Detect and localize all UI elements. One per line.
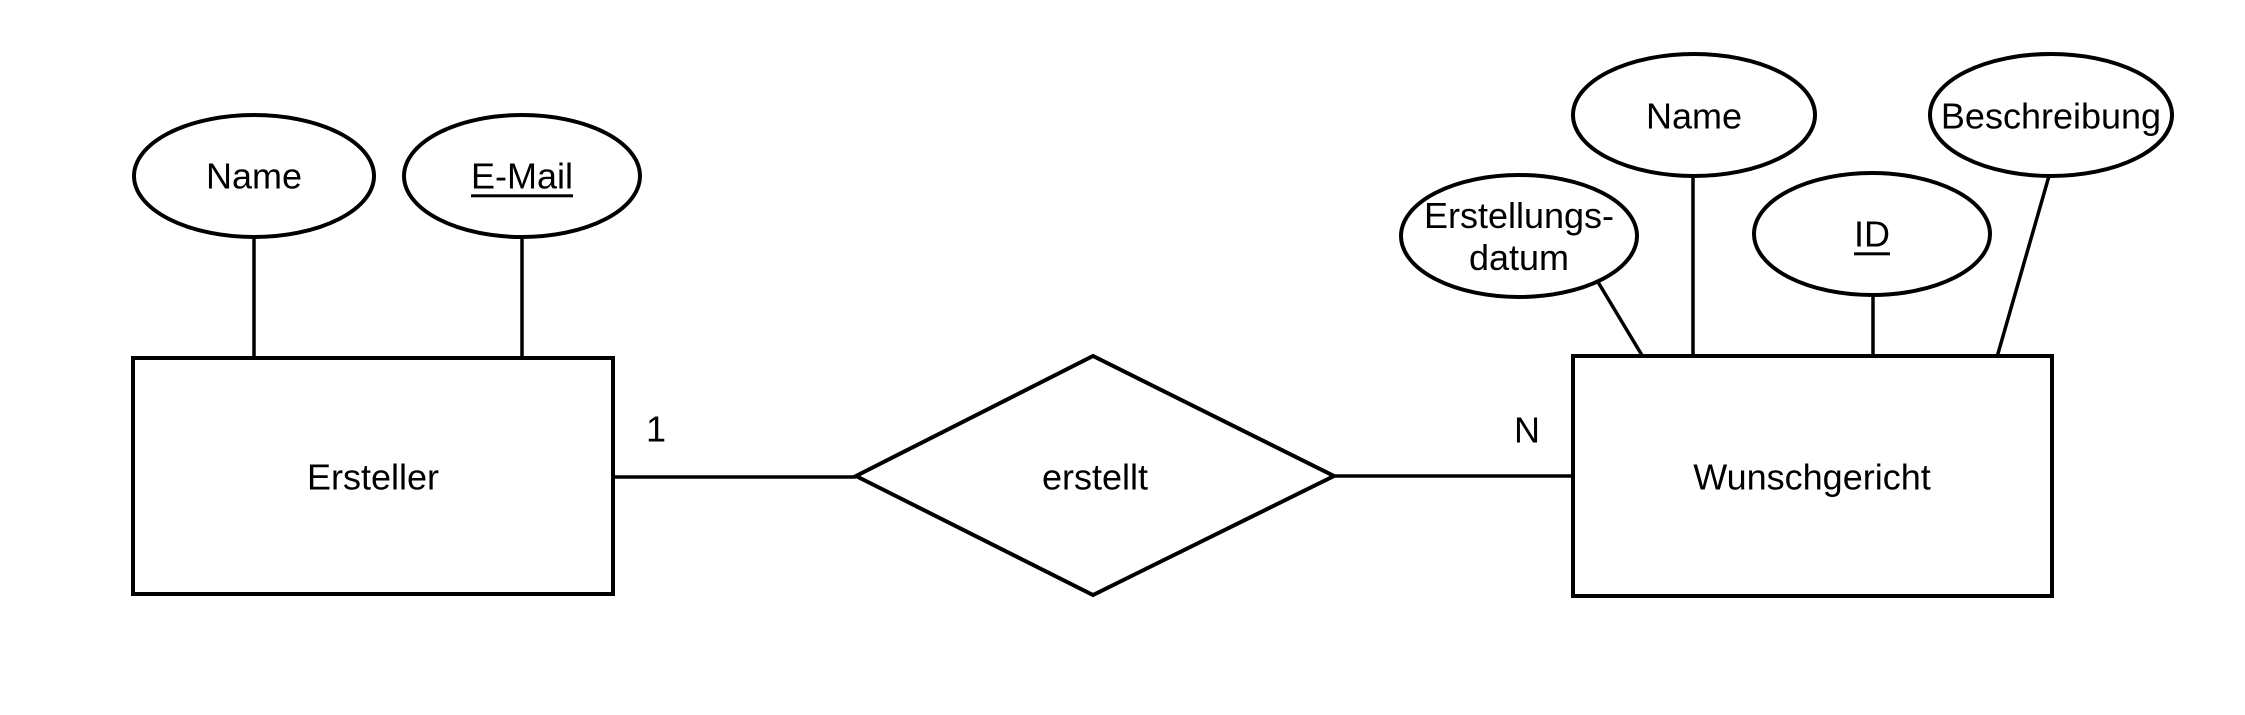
attribute-email-label: E-Mail [470,155,574,197]
attribute-erstellungsdatum-ellipse [1399,173,1639,299]
attribute-erstellungsdatum-line1: Erstellungs- [1423,195,1615,236]
attribute-email-ellipse [402,113,642,239]
attribute-name-right-ellipse [1571,52,1817,178]
attribute-beschreibung-label: Beschreibung [1940,95,2162,137]
entity-ersteller-box [131,356,615,596]
attribute-name-left-ellipse [132,113,376,239]
entity-wunschgericht-box [1571,354,2054,598]
relationship-erstellt-diamond [851,353,1339,598]
entity-ersteller-label: Ersteller [306,456,440,498]
cardinality-left-label: 1 [645,408,667,450]
connector-beschreibung-stem [1995,175,2051,358]
attribute-id-ellipse [1752,171,1992,297]
attribute-beschreibung-ellipse [1928,52,2174,178]
attribute-name-right-label: Name [1645,95,1743,137]
attribute-erstellungsdatum-label: Erstellungs- datum [1424,195,1614,279]
attribute-erstellungsdatum-line2: datum [1468,237,1570,278]
relationship-erstellt-label: erstellt [1041,456,1149,498]
entity-wunschgericht-label: Wunschgericht [1693,456,1931,498]
cardinality-right-label: N [1514,409,1540,451]
attribute-name-left-label: Name [205,155,303,197]
connector-erstellungsdatum-stem [1596,281,1645,358]
attribute-id-label: ID [1854,213,1890,255]
